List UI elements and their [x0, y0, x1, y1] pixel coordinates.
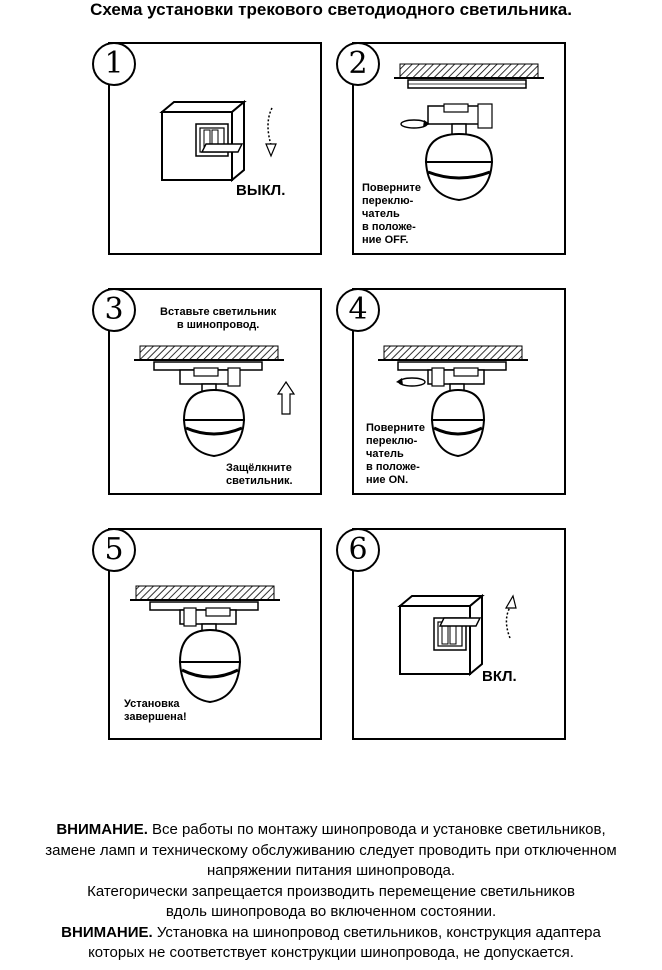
step-2-caption: Поверните переклю- чатель в положе- ние …	[362, 182, 421, 246]
step-2-number: 2	[336, 42, 380, 86]
notice-line-2: замене ламп и техническому обслуживанию …	[45, 841, 617, 859]
step-1-panel: 1 ВЫКЛ.	[92, 42, 322, 255]
track-switch-on-illustration	[378, 345, 528, 458]
step-1-number: 1	[92, 42, 136, 86]
insert-luminaire-illustration	[134, 345, 296, 458]
step-6-panel: 6 ВКЛ.	[336, 528, 566, 740]
notice-line-5: вдоль шинопровода во включенном состояни…	[165, 903, 497, 920]
step-3-caption-top: Вставьте светильник в шинопровод.	[160, 306, 277, 331]
step-4-caption: Поверните переклю- чатель в положе- ние …	[366, 422, 425, 486]
notice-line-7: которых не соответствует конструкции шин…	[88, 944, 574, 961]
step-1-caption: ВЫКЛ.	[236, 182, 286, 199]
wall-switch-off-illustration	[159, 99, 277, 183]
notice-line-1: ВНИМАНИЕ. Все работы по монтажу шинопров…	[56, 821, 606, 838]
installation-complete-illustration	[130, 585, 280, 704]
step-5-panel: 5 Установка завершена!	[92, 528, 322, 740]
step-6-number: 6	[336, 528, 380, 572]
page-title: Схема установки трекового светодиодного …	[90, 0, 572, 19]
notice-line-3: напряжении питания шинопровода.	[206, 862, 456, 879]
warning-label-2: ВНИМАНИЕ.	[61, 923, 153, 941]
step-5-number: 5	[92, 528, 136, 572]
step-5-caption: Установка завершена!	[124, 698, 187, 723]
track-switch-off-illustration	[394, 63, 544, 202]
notice-line-6: ВНИМАНИЕ. Установка на шинопровод светил…	[61, 923, 601, 941]
warning-label: ВНИМАНИЕ.	[56, 821, 148, 838]
step-4-number: 4	[336, 288, 380, 332]
notice-line-4: Категорически запрещается производить пе…	[87, 882, 575, 900]
step-3-caption-bottom: Защёлкните светильник.	[226, 462, 293, 487]
wall-switch-on-illustration	[397, 593, 517, 677]
warning-notice: ВНИМАНИЕ. Все работы по монтажу шинопров…	[0, 820, 662, 964]
step-3-panel: 3 Вставьте светильник в шинопровод. Защё…	[92, 288, 322, 495]
step-4-panel: 4 Поверните переклю- чатель в положе- ни…	[336, 288, 566, 495]
step-6-caption: ВКЛ.	[482, 668, 517, 685]
step-2-panel: 2 Поверните переклю- чатель в положе- ни…	[336, 42, 566, 255]
step-3-number: 3	[92, 288, 136, 332]
